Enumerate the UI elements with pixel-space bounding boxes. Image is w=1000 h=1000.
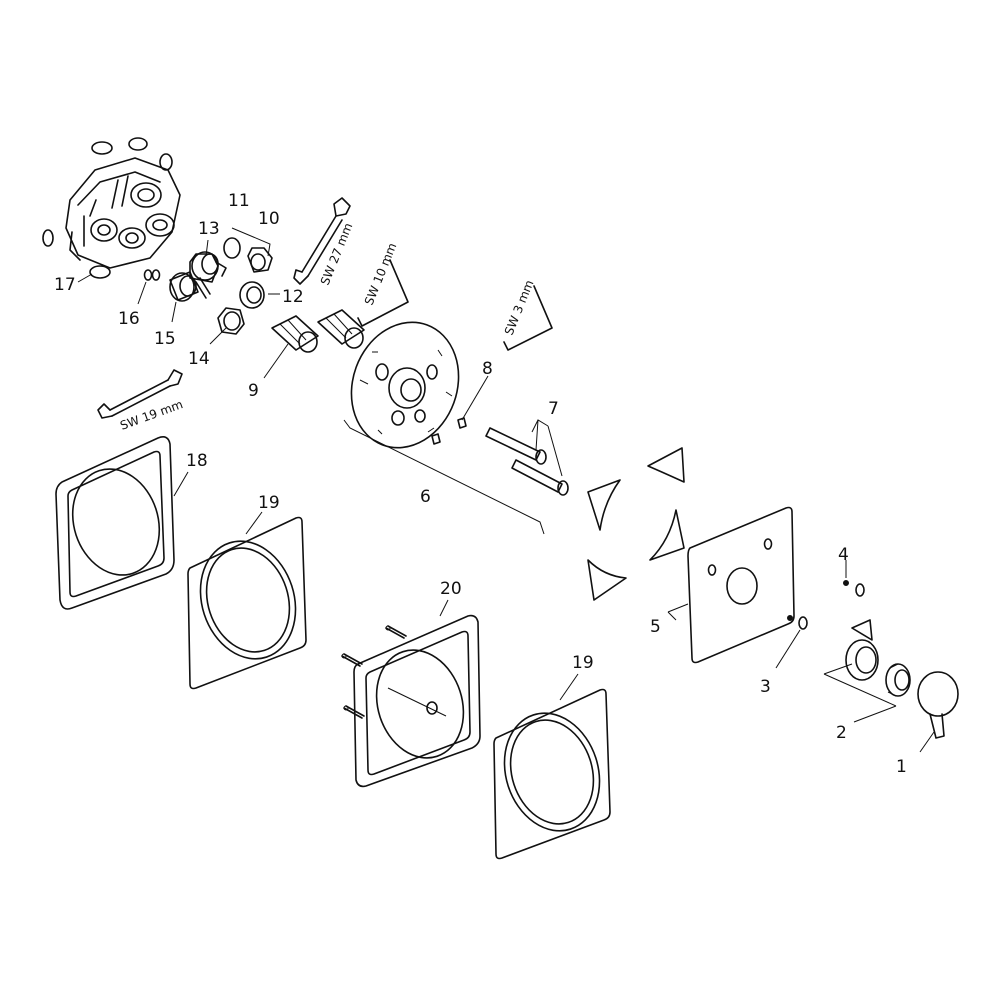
leader-lines (77, 227, 935, 753)
callout-12: 12 (282, 287, 304, 307)
callout-labels: 1 2 3 4 5 6 7 8 9 10 11 12 13 14 15 16 1… (54, 191, 907, 777)
screw-4 (843, 580, 865, 597)
callout-17: 17 (54, 275, 76, 295)
trim-plate-lower (493, 688, 611, 860)
long-bolt-a (485, 427, 547, 465)
callout-1: 1 (896, 757, 907, 777)
washer-3 (787, 615, 808, 630)
corner-seal-br (649, 509, 685, 561)
tool-label-sw3: SW 3 mm (502, 278, 537, 337)
callout-18: 18 (186, 451, 208, 471)
hex-key-sw3 (503, 285, 553, 351)
trim-plate-upper (187, 516, 307, 690)
callout-9: 9 (248, 381, 259, 401)
plug-10 (247, 247, 273, 273)
handle-sleeve (845, 619, 879, 681)
callout-13: 13 (198, 219, 220, 239)
corner-seal-bl (587, 559, 627, 601)
callout-6: 6 (420, 487, 431, 507)
callout-20: 20 (440, 579, 462, 599)
callout-19-upper: 19 (258, 493, 280, 513)
cartridge-valve (169, 271, 211, 302)
small-o-rings (143, 269, 161, 281)
callout-11: 11 (228, 191, 250, 211)
callout-8: 8 (482, 359, 493, 379)
tool-label-sw10: SW 10 mm (362, 241, 400, 307)
handle-knob (917, 671, 959, 739)
callout-15: 15 (154, 329, 176, 349)
callout-14: 14 (188, 349, 210, 369)
callout-10: 10 (258, 209, 280, 229)
corner-seal-tr (647, 447, 685, 483)
nut-14 (217, 307, 245, 335)
cartridge (189, 251, 227, 283)
wrench-sw27 (293, 197, 351, 285)
long-bolt-b (511, 459, 569, 496)
callout-2: 2 (836, 723, 847, 743)
hex-key-sw10 (357, 259, 409, 327)
screw-8b (431, 433, 441, 445)
valve-body (65, 157, 181, 269)
mounting-plate (350, 321, 460, 449)
o-ring-11 (223, 237, 241, 259)
cover-plate (687, 506, 795, 664)
screw-8a (457, 417, 467, 429)
callout-19-lower: 19 (572, 653, 594, 673)
callout-5: 5 (650, 617, 661, 637)
extension-sleeve-b (317, 309, 365, 349)
tool-label-sw27: SW 27 mm (318, 221, 356, 287)
callout-3: 3 (760, 677, 771, 697)
callout-16: 16 (118, 309, 140, 329)
o-rings (42, 137, 173, 279)
corner-seal-tl (587, 479, 621, 531)
wrench-sw19 (97, 369, 183, 419)
callout-7: 7 (548, 399, 559, 419)
callout-4: 4 (838, 545, 849, 565)
nut-12 (239, 281, 265, 309)
mounting-frame (341, 614, 481, 788)
extension-sleeve-a (271, 315, 319, 353)
trim-frame (55, 436, 175, 610)
tool-label-sw19: SW 19 mm (118, 397, 185, 433)
handle-ring (885, 663, 911, 697)
